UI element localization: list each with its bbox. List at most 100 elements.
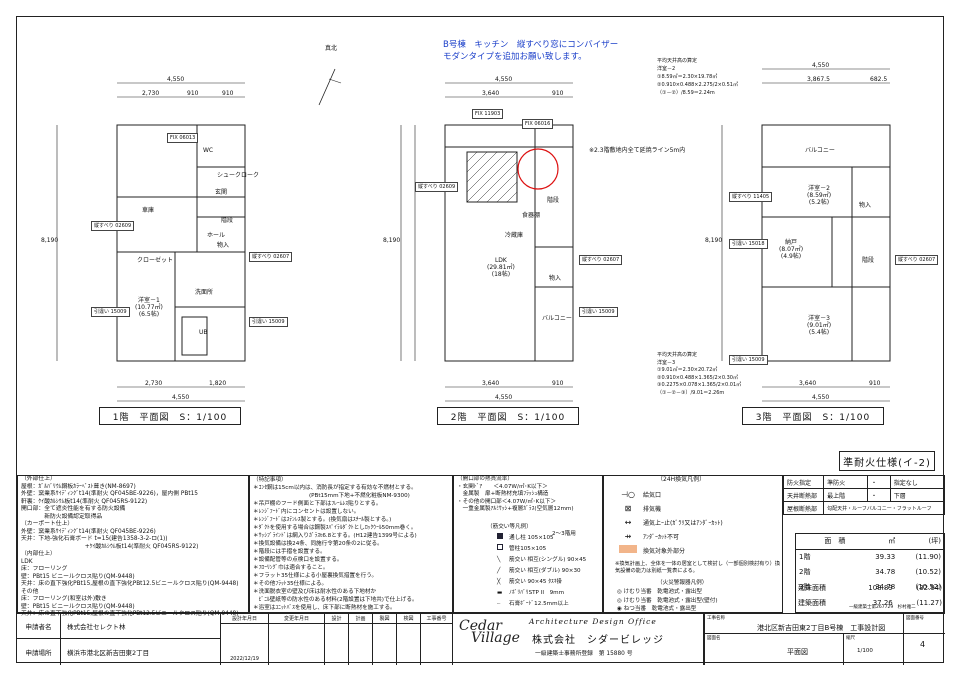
f3-overall-width: 4,550 xyxy=(812,62,830,69)
thermal-panel xyxy=(453,475,603,613)
north-arrow-icon xyxy=(318,68,342,106)
job-no xyxy=(421,624,453,665)
f2-room-stair: 階段 xyxy=(547,197,560,204)
f1-width-b: 910 xyxy=(187,90,199,97)
f3-bottom-a: 3,640 xyxy=(799,380,817,387)
f2-window-fix1: FIX 11903 xyxy=(472,109,504,119)
project-name: 港北区新吉田東2丁目B号棟 工事設計図 xyxy=(757,624,886,632)
floor2-outline xyxy=(444,124,574,362)
f3-room-western2: 洋室－2 (8.59㎡) (5.2帖) xyxy=(807,185,832,206)
col-drafting: 製図 xyxy=(373,614,397,624)
project-label: 工事名称 xyxy=(707,616,725,621)
f2-window-tate1: 縦すべり 02609 xyxy=(415,182,459,192)
f2-window-fix2: FIX 06016 xyxy=(522,119,554,129)
f3-room-western3: 洋室－3 (9.01㎡) (5.4帖) xyxy=(807,315,832,336)
f2-room-ldk: LDK (29.81㎡) (18帖) xyxy=(487,257,515,278)
f1-window-fix: FIX 06013 xyxy=(167,133,199,143)
f1-room-closet: クローゼット xyxy=(137,257,174,264)
revision-note: B号棟 キッチン 縦すべり窓にコンバイザー モダンタイプを追加お願い致します。 xyxy=(443,39,618,63)
drawing-name: 平面図 xyxy=(787,648,808,656)
bracing-legend: （筋交い等凡例） 通し柱 105×105 管柱105×105 ╲筋交い 相互(シ… xyxy=(487,524,587,607)
col-design-date: 設計年月日 xyxy=(221,614,269,624)
f1-overall-width: 4,550 xyxy=(167,76,185,83)
divider xyxy=(703,614,705,665)
fire-alarm-legend: ◎ けむり当番 乾電池式・露出型 ◎ けむり当番 乾電池式・露出型(壁付) ◉ … xyxy=(617,589,718,612)
f3-room-nando: 納戸 (8.07㎡) (4.9帖) xyxy=(779,239,804,260)
divider-h xyxy=(703,633,945,634)
f3-window-tate2: 縦すべり 02607 xyxy=(895,255,939,265)
f1-room-hall: ホール xyxy=(207,232,226,239)
special-notes: （特記事項） ＊ｺﾝｾ鋼は15cm以内は、消防長が指定する有効な不燃材とする。 … xyxy=(253,477,418,611)
f1-room-ub: UB xyxy=(199,329,208,336)
heat-detector-icon: ◉ xyxy=(617,606,624,612)
f3-bottom-total: 4,550 xyxy=(812,394,830,401)
divider-v2 xyxy=(903,614,904,665)
f1-width-c: 910 xyxy=(222,90,234,97)
sign-drafting xyxy=(373,624,397,665)
ventilation-title: （24H換気凡例） xyxy=(657,476,706,483)
f3-width-a: 3,867.5 xyxy=(807,76,830,83)
f1-room-shoe: シュークローク xyxy=(217,172,260,179)
no-undercut-icon: ⇸ xyxy=(624,531,632,541)
registration: 一級建築士事務所登録 第 15880 号 xyxy=(535,651,633,657)
f1-room-garage: 車庫 xyxy=(142,207,155,214)
f3-window-hiki2: 引違い 15009 xyxy=(729,355,768,365)
floor1-outline xyxy=(116,124,246,362)
sign-design xyxy=(325,624,349,665)
f1-depth: 8,190 xyxy=(41,237,59,244)
f1-width-a: 2,730 xyxy=(142,90,160,97)
ceiling-calc-lower: 平均天井高の算定 洋室－3 ①9.01㎡＝2.30×20.72㎡ ②0.910×… xyxy=(657,352,742,396)
f1-bottom-total: 4,550 xyxy=(172,394,190,401)
floor3-title: 3階 平面図 S：1/100 xyxy=(742,407,884,425)
f1-room-western: 洋室－1 (10.77㎡) (6.5帖) xyxy=(135,297,163,318)
title-block: 申請者名 株式会社セレクト林 申請場所 横浜市港北区新吉田東2丁目 設計年月日 … xyxy=(17,613,945,665)
f3-window-tate1: 縦すべり 11405 xyxy=(729,192,773,202)
site-value: 横浜市港北区新吉田東2丁目 xyxy=(61,639,221,665)
f1-room-storage: 物入 xyxy=(217,242,230,249)
fire-alarm-title: （火災警報器凡例） xyxy=(657,580,708,586)
f2-room-cupboard: 食器棚 xyxy=(522,212,541,219)
f1-window-tate1: 縦すべり 02609 xyxy=(91,221,135,231)
f3-width-b: 682.5 xyxy=(870,76,888,83)
f1-window-hiki1: 引違い 15009 xyxy=(91,307,130,317)
compass-label: 真北 xyxy=(325,45,338,52)
f3-room-balcony: バルコニー xyxy=(805,147,835,154)
f2-depth: 8,190 xyxy=(383,237,401,244)
revision-circle xyxy=(517,148,559,190)
f3-room-storage: 物入 xyxy=(859,202,872,209)
f1-window-hiki2: 引違い 15009 xyxy=(249,317,288,327)
floor-plans-drawing xyxy=(56,68,891,402)
company-logo: Cedar Village xyxy=(459,618,520,646)
thermal-spec: （開口部の熱貫流率） ・玄関ﾄﾞｱ ＜4.07W/㎡･K以下＞ 金属製 扉+断熱… xyxy=(457,476,574,512)
f2-bottom-a: 3,640 xyxy=(482,380,500,387)
stair-note: 2～3階用 xyxy=(552,531,576,537)
floor1-title: 1階 平面図 S：1/100 xyxy=(99,407,241,425)
exterior-spec-panel xyxy=(17,475,249,613)
f1-room-stair: 階段 xyxy=(221,217,234,224)
f3-window-hiki1: 引違い 15018 xyxy=(729,239,768,249)
f1-bottom-b: 1,820 xyxy=(209,380,227,387)
excluded-area-swatch xyxy=(619,545,637,553)
f1-room-wc: WC xyxy=(203,147,214,154)
col-job-no: 工事番号 xyxy=(421,614,453,624)
f2-bottom-b: 910 xyxy=(552,380,564,387)
site-label: 申請場所 xyxy=(17,639,61,665)
f2-width-a: 3,640 xyxy=(482,90,500,97)
f2-room-storage: 物入 xyxy=(549,275,562,282)
exhaust-fan-icon: ⊠ xyxy=(624,503,632,513)
airflow-icon: ↔ xyxy=(624,517,632,527)
f3-depth: 8,190 xyxy=(705,237,723,244)
office-en: Architecture Design Office xyxy=(529,617,657,626)
applicant-label: 申請者名 xyxy=(17,614,61,639)
special-notes-panel xyxy=(249,475,453,613)
f2-width-b: 910 xyxy=(552,90,564,97)
f1-bottom-a: 2,730 xyxy=(145,380,163,387)
smoke-detector-wall-icon: ◎ xyxy=(617,597,624,604)
f3-bottom-b: 910 xyxy=(869,380,881,387)
col-change-date: 変更年月日 xyxy=(269,614,325,624)
col-plan: 計画 xyxy=(349,614,373,624)
f2-window-tate2: 縦すべり 02607 xyxy=(579,255,623,265)
f2-room-balcony: バルコニー xyxy=(542,315,572,322)
f2-window-hiki: 引違い 15009 xyxy=(579,307,618,317)
f1-room-wash: 洗面所 xyxy=(195,289,214,296)
